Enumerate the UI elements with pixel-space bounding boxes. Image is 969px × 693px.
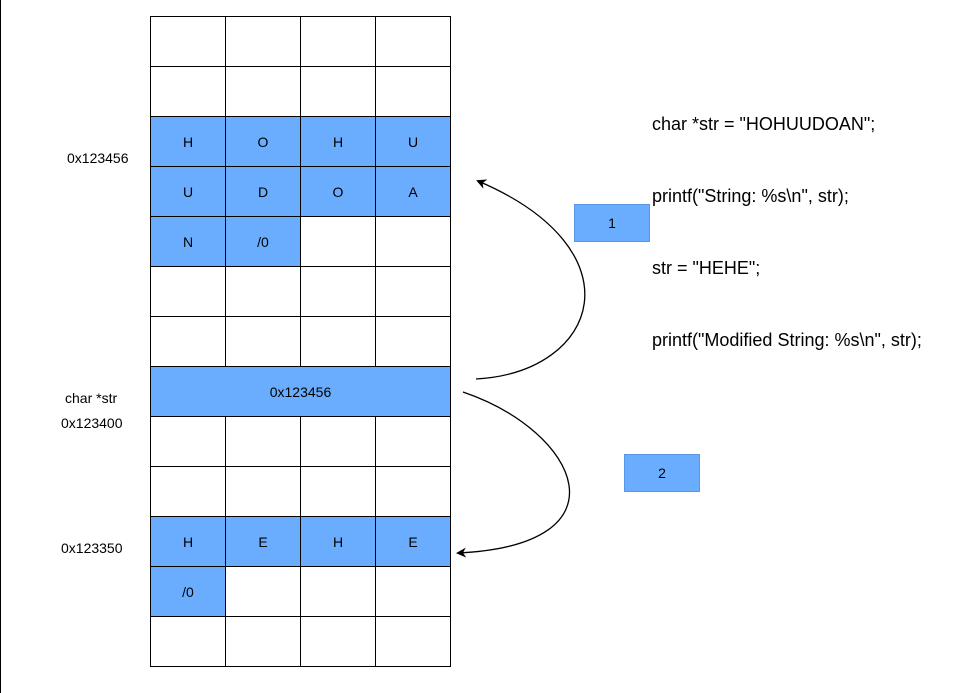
- step-1-box: 1: [574, 204, 650, 242]
- address-label-pointer: 0x123400: [61, 415, 123, 431]
- memory-cell: [225, 616, 301, 667]
- address-label-hohuudoan: 0x123456: [67, 150, 129, 166]
- memory-cell: [375, 266, 451, 317]
- memory-cell: /0: [150, 566, 226, 617]
- step-1-label: 1: [608, 215, 616, 231]
- memory-cell: A: [375, 166, 451, 217]
- code-line: char *str = "HOHUUDOAN";: [652, 114, 876, 134]
- pointer-variable-label: char *str: [65, 390, 118, 406]
- step-2-label: 2: [658, 465, 666, 481]
- code-line: printf("Modified String: %s\n", str);: [652, 330, 922, 350]
- memory-cell: [375, 16, 451, 67]
- arrow-to-hohuudoan: [475, 179, 586, 380]
- memory-cell: D: [225, 166, 301, 217]
- address-label-hehe: 0x123350: [61, 540, 123, 556]
- memory-cell: H: [300, 116, 376, 167]
- memory-cell: [150, 316, 226, 367]
- step-2-box: 2: [624, 454, 700, 492]
- page-left-border: [0, 0, 1, 693]
- memory-cell: [375, 316, 451, 367]
- memory-cell: [375, 566, 451, 617]
- code-line: printf("String: %s\n", str);: [652, 186, 849, 206]
- memory-cell: [300, 316, 376, 367]
- memory-cell: [375, 66, 451, 117]
- memory-cell: [150, 266, 226, 317]
- pointer-value-cell: 0x123456: [150, 366, 451, 417]
- memory-cell: [150, 466, 226, 517]
- code-snippet: char *str = "HOHUUDOAN"; printf("String:…: [652, 64, 922, 376]
- arrow-to-hehe: [456, 391, 571, 558]
- memory-cell: /0: [225, 216, 301, 267]
- memory-cell: O: [300, 166, 376, 217]
- memory-cell: [300, 216, 376, 267]
- memory-cell: N: [150, 216, 226, 267]
- memory-cell: [225, 66, 301, 117]
- memory-cell: [375, 616, 451, 667]
- memory-cell: U: [375, 116, 451, 167]
- memory-cell: [225, 566, 301, 617]
- memory-cell: O: [225, 116, 301, 167]
- code-line: str = "HEHE";: [652, 258, 761, 278]
- memory-cell: H: [300, 516, 376, 567]
